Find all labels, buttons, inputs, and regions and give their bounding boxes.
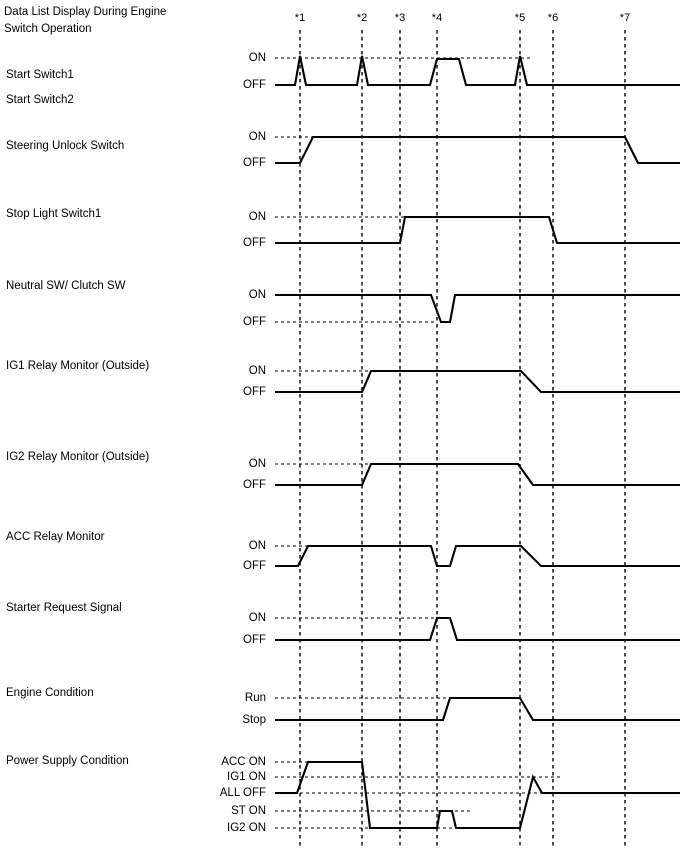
level-label-neutral-clutch-switch-0: ON (249, 289, 266, 301)
level-label-stop-light-switch-1: OFF (243, 237, 266, 249)
signal-row-steering-unlock-switch: Steering Unlock Switch ON OFF (6, 131, 680, 169)
signal-row-power-supply-condition: Power Supply Condition ACC ON IG1 ON ALL OF… (6, 755, 680, 834)
signal-row-ig1-relay-monitor: IG1 Relay Monitor (Outside) ON OFF (6, 360, 680, 398)
waveform-power-supply-condition (275, 760, 680, 830)
row-label-steering-unlock-switch-0: Steering Unlock Switch (6, 140, 124, 152)
row-label-stop-light-switch-0: Stop Light Switch1 (6, 208, 101, 220)
level-label-stop-light-switch-0: ON (249, 211, 266, 223)
tick-label-3: *3 (395, 12, 405, 24)
waveform-neutral-clutch-switch (275, 293, 680, 324)
tick-label-7: *7 (620, 12, 630, 24)
level-label-power-supply-condition-2: ALL OFF (220, 787, 266, 799)
row-label-start-switch-0: Start Switch1 (6, 69, 74, 81)
level-label-engine-condition-1: Stop (242, 714, 266, 726)
level-label-power-supply-condition-3: ST ON (231, 805, 266, 817)
title-line-1: Data List Display During Engine (4, 6, 166, 18)
title-line-2: Switch Operation (4, 23, 92, 35)
level-label-neutral-clutch-switch-1: OFF (243, 316, 266, 328)
waveform-stop-light-switch (275, 215, 680, 245)
level-label-engine-condition-0: Run (245, 692, 266, 704)
row-label-power-supply-condition-0: Power Supply Condition (6, 755, 129, 767)
level-label-acc-relay-monitor-1: OFF (243, 560, 266, 572)
row-label-acc-relay-monitor-0: ACC Relay Monitor (6, 531, 105, 543)
tick-label-5: *5 (515, 12, 525, 24)
level-label-ig2-relay-monitor-0: ON (249, 458, 266, 470)
tick-label-1: *1 (295, 12, 305, 24)
waveform-start-switch (275, 55, 680, 87)
waveform-steering-unlock-switch (275, 135, 680, 165)
tick-label-6: *6 (548, 12, 558, 24)
waveform-starter-request-signal (275, 616, 680, 642)
level-label-power-supply-condition-0: ACC ON (221, 756, 266, 768)
level-label-starter-request-signal-1: OFF (243, 634, 266, 646)
level-label-steering-unlock-switch-0: ON (249, 131, 266, 143)
row-label-starter-request-signal-0: Starter Request Signal (6, 602, 122, 614)
row-label-ig1-relay-monitor-0: IG1 Relay Monitor (Outside) (6, 360, 149, 372)
row-label-engine-condition-0: Engine Condition (6, 687, 94, 699)
level-label-ig2-relay-monitor-1: OFF (243, 479, 266, 491)
signal-row-stop-light-switch: Stop Light Switch1 ON OFF (6, 208, 680, 249)
level-label-starter-request-signal-0: ON (249, 612, 266, 624)
row-label-start-switch-1: Start Switch2 (6, 94, 74, 106)
level-label-power-supply-condition-1: IG1 ON (227, 771, 266, 783)
signal-row-ig2-relay-monitor: IG2 Relay Monitor (Outside) ON OFF (6, 451, 680, 491)
row-label-neutral-clutch-switch-0: Neutral SW/ Clutch SW (6, 280, 126, 292)
tick-label-4: *4 (432, 12, 442, 24)
waveform-ig2-relay-monitor (275, 462, 680, 487)
waveform-acc-relay-monitor (275, 544, 680, 568)
row-label-ig2-relay-monitor-0: IG2 Relay Monitor (Outside) (6, 451, 149, 463)
signal-row-neutral-clutch-switch: Neutral SW/ Clutch SW ON OFF (6, 280, 680, 328)
level-label-acc-relay-monitor-0: ON (249, 540, 266, 552)
level-label-start-switch-0: ON (249, 52, 266, 64)
waveform-ig1-relay-monitor (275, 369, 680, 394)
diagram-title: Data List Display During Engine Switch O… (4, 6, 166, 35)
waveform-engine-condition (275, 696, 680, 722)
level-label-ig1-relay-monitor-0: ON (249, 365, 266, 377)
tick-label-2: *2 (357, 12, 367, 24)
level-label-start-switch-1: OFF (243, 79, 266, 91)
level-label-power-supply-condition-4: IG2 ON (227, 822, 266, 834)
tick-markers: *1 *2 *3 *4 *5 *6 *7 (295, 12, 630, 846)
level-label-steering-unlock-switch-1: OFF (243, 157, 266, 169)
level-label-ig1-relay-monitor-1: OFF (243, 386, 266, 398)
